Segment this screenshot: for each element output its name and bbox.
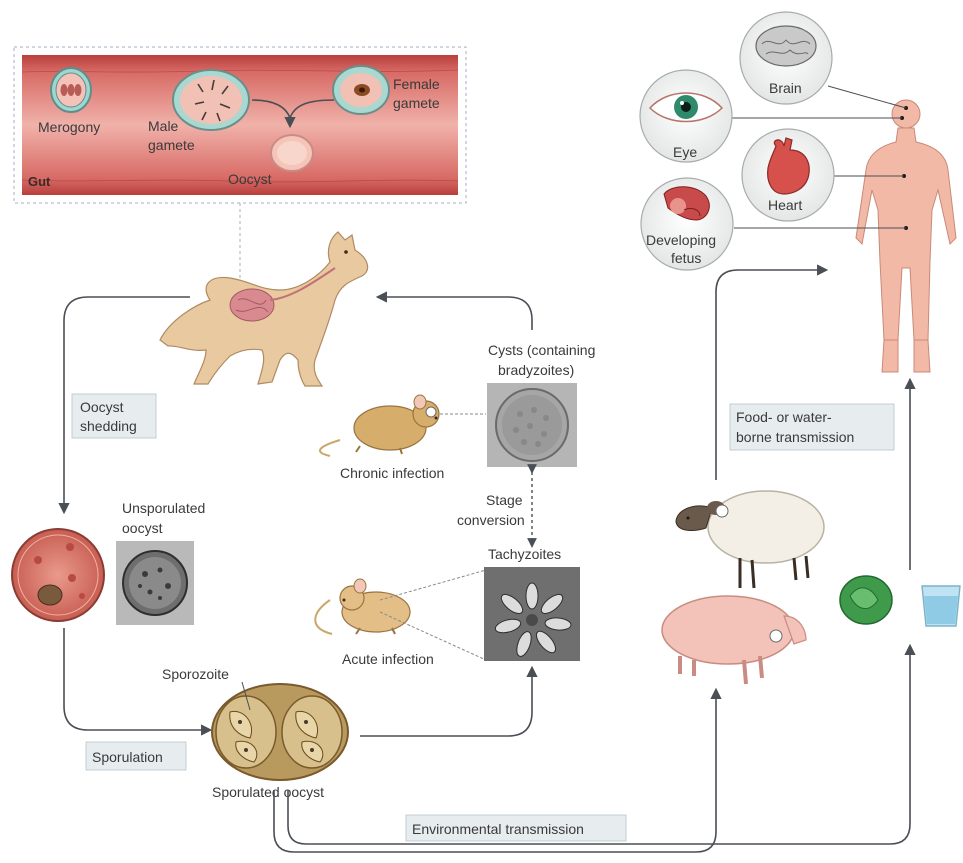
merogony-label: Merogony xyxy=(38,119,100,135)
chronic-infection-mouse xyxy=(320,395,439,456)
unsporulated-label-1: Unsporulated xyxy=(122,500,205,516)
food-water-transmission-box: Food- or water- borne transmission xyxy=(730,404,894,450)
pig-illustration xyxy=(662,596,806,684)
chronic-infection-label: Chronic infection xyxy=(340,465,444,481)
stage-conversion-label-2: conversion xyxy=(457,512,525,528)
female-gamete-label-2: gamete xyxy=(393,95,440,111)
eye-circle: Eye xyxy=(640,70,732,162)
merogony-icon xyxy=(51,68,91,112)
heart-label: Heart xyxy=(768,197,802,213)
brain-label: Brain xyxy=(769,80,802,96)
male-gamete-label-2: gamete xyxy=(148,137,195,153)
gut-label: Gut xyxy=(28,174,51,189)
female-gamete-icon xyxy=(333,66,389,114)
water-glass-icon xyxy=(922,586,960,626)
stage-conversion-label-1: Stage xyxy=(486,492,523,508)
unsporulated-oocyst-cell xyxy=(12,529,104,621)
human-figure xyxy=(856,100,956,372)
sporulation-label: Sporulation xyxy=(92,749,163,765)
sporulated-oocyst-label: Sporulated oocyst xyxy=(212,784,324,800)
gut-panel: Gut Merogony Male gamete xyxy=(14,47,466,203)
lettuce-icon xyxy=(840,576,892,624)
fetus-label-2: fetus xyxy=(671,250,701,266)
oocyst-icon xyxy=(271,135,313,171)
food-water-label-1: Food- or water- xyxy=(736,409,832,425)
unsporulated-label-2: oocyst xyxy=(122,520,163,536)
sporozoite-label: Sporozoite xyxy=(162,666,229,682)
unsporulated-oocyst-micrograph xyxy=(116,541,194,625)
oocyst-shedding-label-2: shedding xyxy=(80,418,137,434)
oocyst-shedding-box: Oocyst shedding xyxy=(72,394,156,438)
cysts-label-1: Cysts (containing xyxy=(488,342,595,358)
male-gamete-label-1: Male xyxy=(148,118,179,134)
heart-circle: Heart xyxy=(742,129,834,221)
male-gamete-icon xyxy=(173,70,249,130)
brain-icon xyxy=(756,26,816,66)
brain-circle: Brain xyxy=(740,12,832,104)
oocyst-label: Oocyst xyxy=(228,171,272,187)
sporulation-box: Sporulation xyxy=(86,742,186,770)
tachyzoites-label: Tachyzoites xyxy=(488,546,561,562)
environmental-transmission-label: Environmental transmission xyxy=(412,821,584,837)
fetus-circle: Developing fetus xyxy=(641,178,733,270)
female-gamete-label-1: Female xyxy=(393,76,440,92)
environmental-transmission-box: Environmental transmission xyxy=(406,815,626,841)
food-water-label-2: borne transmission xyxy=(736,429,854,445)
cysts-label-2: bradyzoites) xyxy=(498,362,574,378)
eye-label: Eye xyxy=(673,144,697,160)
acute-infection-mouse xyxy=(315,579,410,634)
cat-illustration xyxy=(160,232,368,386)
tachyzoites-micrograph xyxy=(484,567,580,661)
acute-infection-label: Acute infection xyxy=(342,651,434,667)
fetus-label-1: Developing xyxy=(646,232,716,248)
oocyst-shedding-label-1: Oocyst xyxy=(80,399,124,415)
sheep-illustration xyxy=(676,491,824,588)
cysts-micrograph xyxy=(487,383,577,467)
sporulated-oocyst-icon xyxy=(212,684,348,780)
